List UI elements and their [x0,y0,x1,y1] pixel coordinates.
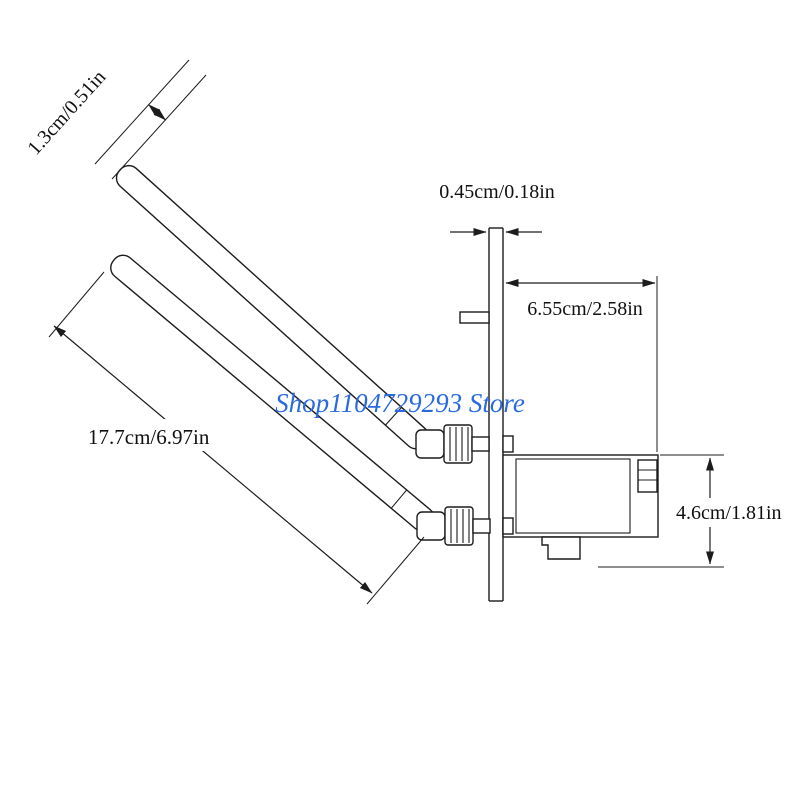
wifi-card-body [502,454,659,560]
dim-antenna-width: 1.3cm/0.51in [23,59,207,180]
label-card-height: 4.6cm/1.81in [676,502,782,524]
card-edge-component [637,459,658,493]
label-bracket-thickness: 0.45cm/0.18in [439,181,555,203]
dim-antenna-length: 17.7cm/6.97in [48,271,425,605]
sma-connector-lower [416,506,514,546]
dim-card-length: 6.55cm/2.58in [505,276,658,452]
dim-bracket-thickness: 0.45cm/0.18in [439,181,555,236]
dim-card-height: 4.6cm/1.81in [598,454,782,568]
watermark-text: Shop1104729293 Store [275,388,525,418]
pcie-edge-connector [541,536,581,560]
bracket-tab [459,311,490,324]
label-card-length: 6.55cm/2.58in [527,298,643,320]
pci-bracket [459,227,504,602]
label-antenna-length: 17.7cm/6.97in [88,425,210,449]
label-antenna-width: 1.3cm/0.51in [23,66,110,159]
sma-connector-upper [415,424,514,464]
